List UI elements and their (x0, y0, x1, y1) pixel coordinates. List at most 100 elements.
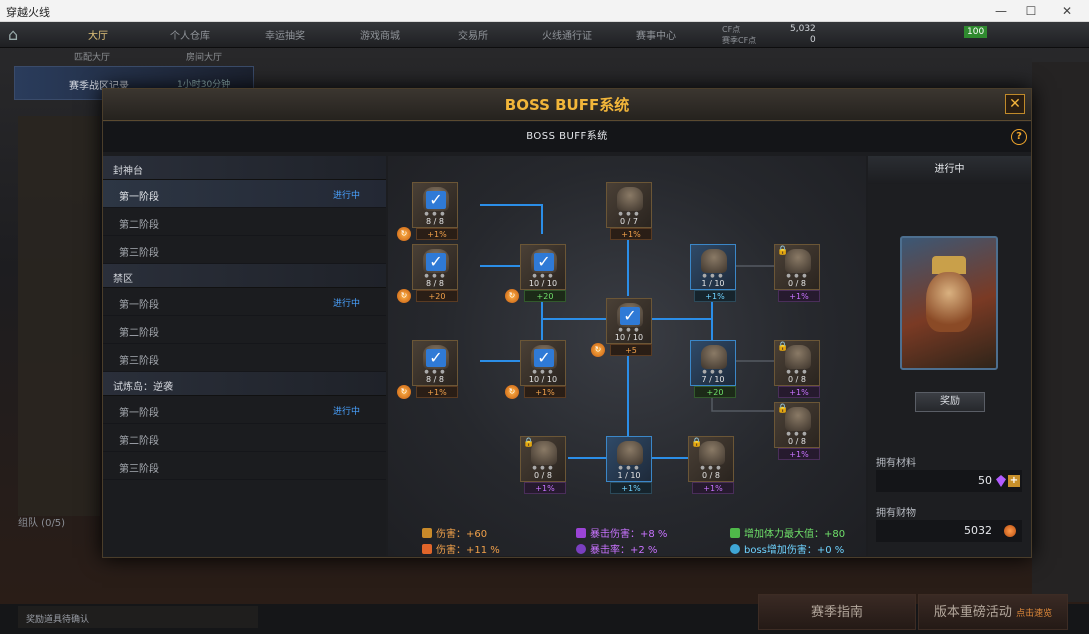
buff-node[interactable]: ● ● ●1 / 10 (606, 436, 652, 482)
buff-node[interactable]: 🔒● ● ●0 / 8 (774, 244, 820, 290)
upgrade-orb-icon[interactable]: ↻ (505, 289, 519, 303)
buff-node[interactable]: 🔒● ● ●0 / 8 (520, 436, 566, 482)
stat-crit-rate: 暴击率：+2 % (576, 541, 657, 556)
help-icon[interactable]: ? (1011, 129, 1027, 145)
soldier-figure (785, 249, 811, 273)
soldier-figure (617, 441, 643, 465)
tab-room-lobby[interactable]: 房间大厅 (186, 53, 223, 63)
buff-node[interactable]: ✓● ● ●10 / 10 (520, 340, 566, 386)
health-icon (730, 528, 740, 538)
buff-node[interactable]: ● ● ●7 / 10 (690, 340, 736, 386)
stage-item[interactable]: 第二阶段 (103, 424, 386, 452)
rank-stars: ● ● ● (786, 273, 808, 279)
node-progress: 0 / 8 (788, 375, 806, 384)
stat-damage-text: 伤害：+60 (436, 529, 488, 540)
lock-icon: 🔒 (777, 404, 789, 414)
rank-stars: ● ● ● (702, 369, 724, 375)
nav-lottery[interactable]: 幸运抽奖 (265, 31, 305, 42)
home-icon[interactable]: ⌂ (8, 25, 19, 44)
rank-stars: ● ● ● (424, 211, 446, 217)
nav-inventory[interactable]: 个人仓库 (170, 31, 210, 42)
window-titlebar: 穿越火线 — ☐ ✕ (0, 0, 1089, 22)
buff-stats-summary: 伤害：+60 伤害：+11 % 暴击伤害：+8 % 暴击率：+2 % 增加体力最… (388, 523, 866, 557)
rank-stars: ● ● ● (786, 369, 808, 375)
check-icon: ✓ (534, 349, 554, 367)
buff-node[interactable]: ✓● ● ●10 / 10 (606, 298, 652, 344)
right-sidebar-background (1032, 62, 1089, 602)
buff-node[interactable]: ✓● ● ●8 / 8 (412, 340, 458, 386)
node-buff-tag: +1% (610, 228, 652, 240)
stage-item[interactable]: 第一阶段进行中 (103, 396, 386, 424)
season-guide-button[interactable]: 赛季指南 (758, 594, 916, 630)
lock-icon: 🔒 (777, 342, 789, 352)
stage-group-header: 封神台 (103, 156, 386, 180)
upgrade-orb-icon[interactable]: ↻ (397, 227, 411, 241)
dialog-header: BOSS BUFF系统 ✕ (103, 89, 1031, 121)
minimize-button[interactable]: — (995, 4, 1007, 18)
upgrade-orb-icon[interactable]: ↻ (397, 289, 411, 303)
nav-lobby[interactable]: 大厅 (88, 31, 108, 42)
stage-label: 第三阶段 (119, 464, 159, 475)
stage-label: 第三阶段 (119, 356, 159, 367)
add-materials-button[interactable]: + (1008, 475, 1020, 487)
stage-item[interactable]: 第一阶段进行中 (103, 180, 386, 208)
node-buff-tag: +1% (610, 482, 652, 494)
buff-tree: ✓● ● ●8 / 8+1%↻● ● ●0 / 7+1%✓● ● ●8 / 8+… (388, 156, 866, 556)
buff-node[interactable]: ✓● ● ●8 / 8 (412, 244, 458, 290)
node-progress: 7 / 10 (701, 375, 725, 384)
buff-node[interactable]: 🔒● ● ●0 / 8 (774, 402, 820, 448)
node-progress: 1 / 10 (701, 279, 725, 288)
stage-item[interactable]: 第三阶段 (103, 236, 386, 264)
stage-item[interactable]: 第二阶段 (103, 316, 386, 344)
reward-confirm-bar[interactable]: 奖励道具待确认 (18, 606, 258, 628)
node-buff-tag: +1% (524, 386, 566, 398)
buff-node[interactable]: 🔒● ● ●0 / 8 (688, 436, 734, 482)
close-window-button[interactable]: ✕ (1061, 4, 1073, 18)
close-dialog-button[interactable]: ✕ (1005, 94, 1025, 114)
nav-pass[interactable]: 火线通行证 (542, 31, 592, 42)
version-event-button[interactable]: 版本重磅活动 点击速览 (918, 594, 1068, 630)
stat-health-text: 增加体力最大值：+80 (744, 529, 846, 540)
tab-match-lobby[interactable]: 匹配大厅 (74, 53, 111, 63)
upgrade-orb-icon[interactable]: ↻ (591, 343, 605, 357)
wealth-label: 拥有财物 (876, 508, 916, 519)
buff-node[interactable]: 🔒 ● ● ●0 / 8 (774, 340, 820, 386)
stage-item[interactable]: 第二阶段 (103, 208, 386, 236)
node-progress: 0 / 8 (702, 471, 720, 480)
fire-icon (422, 544, 432, 554)
version-event-sublabel: 点击速览 (1016, 609, 1053, 619)
version-event-label: 版本重磅活动 (933, 605, 1012, 620)
wealth-value: 5032 (964, 524, 992, 537)
nav-store[interactable]: 游戏商城 (360, 31, 400, 42)
soldier-figure (699, 441, 725, 465)
node-progress: 0 / 7 (620, 217, 638, 226)
stage-progress-badge: 进行中 (332, 407, 360, 417)
upgrade-orb-icon[interactable]: ↻ (397, 385, 411, 399)
rank-stars: ● ● ● (532, 273, 554, 279)
buff-node[interactable]: ✓● ● ●10 / 10 (520, 244, 566, 290)
buff-node[interactable]: ✓● ● ●8 / 8 (412, 182, 458, 228)
node-progress: 0 / 8 (788, 437, 806, 446)
stat-crit-damage-text: 暴击伤害：+8 % (590, 529, 668, 540)
upgrade-orb-icon[interactable]: ↻ (505, 385, 519, 399)
dialog-subtitle: BOSS BUFF系统 (526, 131, 608, 142)
stage-list: 封神台 第一阶段进行中 第二阶段 第三阶段 禁区 第一阶段进行中 第二阶段 第三… (103, 156, 386, 556)
reward-button[interactable]: 奖励 (915, 392, 985, 412)
weapon-list-panel (18, 116, 100, 516)
stage-item[interactable]: 第三阶段 (103, 344, 386, 372)
node-buff-tag: +1% (692, 482, 734, 494)
buff-node[interactable]: ● ● ●1 / 10 (690, 244, 736, 290)
maximize-button[interactable]: ☐ (1025, 4, 1037, 18)
check-icon: ✓ (620, 307, 640, 325)
rank-stars: ● ● ● (424, 369, 446, 375)
nav-events[interactable]: 赛事中心 (636, 31, 676, 42)
rank-stars: ● ● ● (700, 465, 722, 471)
node-buff-tag: +20 (416, 290, 458, 302)
buff-node[interactable]: ● ● ●0 / 7 (606, 182, 652, 228)
stat-boss-damage: boss增加伤害：+0 % (730, 541, 844, 556)
node-progress: 8 / 8 (426, 279, 444, 288)
stage-item[interactable]: 第三阶段 (103, 452, 386, 480)
boss-info-panel: 进行中 奖励 拥有材料 50 + 拥有财物 5032 (868, 156, 1031, 556)
stage-item[interactable]: 第一阶段进行中 (103, 288, 386, 316)
nav-exchange[interactable]: 交易所 (458, 31, 488, 42)
